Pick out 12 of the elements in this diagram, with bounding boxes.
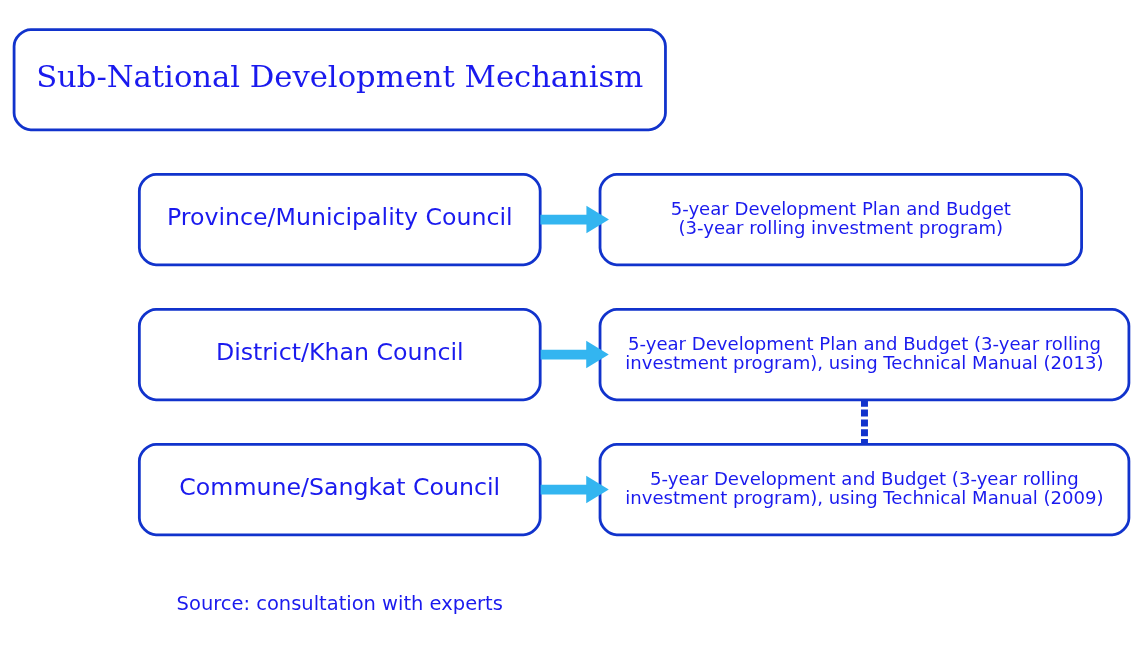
- label: Source: consultation with experts: [176, 591, 503, 615]
- node-box: Commune/Sangkat Council: [137, 442, 542, 536]
- node-box: 5-year Development Plan and Budget (3-year rolling investment program), using Technical Manual (2013): [598, 307, 1131, 401]
- node-box: 5-year Development Plan and Budget (3-year rolling investment program): [598, 172, 1083, 266]
- node-box: Province/Municipality Council: [137, 172, 542, 266]
- arrow: [540, 205, 609, 233]
- node-box: District/Khan Council: [137, 307, 542, 401]
- node-box: Sub-National Development Mechanism: [12, 27, 667, 131]
- connector: [861, 399, 868, 444]
- arrow: [540, 340, 609, 368]
- node-box: 5-year Development and Budget (3-year rolling investment program), using Technical Manual (2009): [598, 442, 1131, 536]
- arrow: [540, 475, 609, 503]
